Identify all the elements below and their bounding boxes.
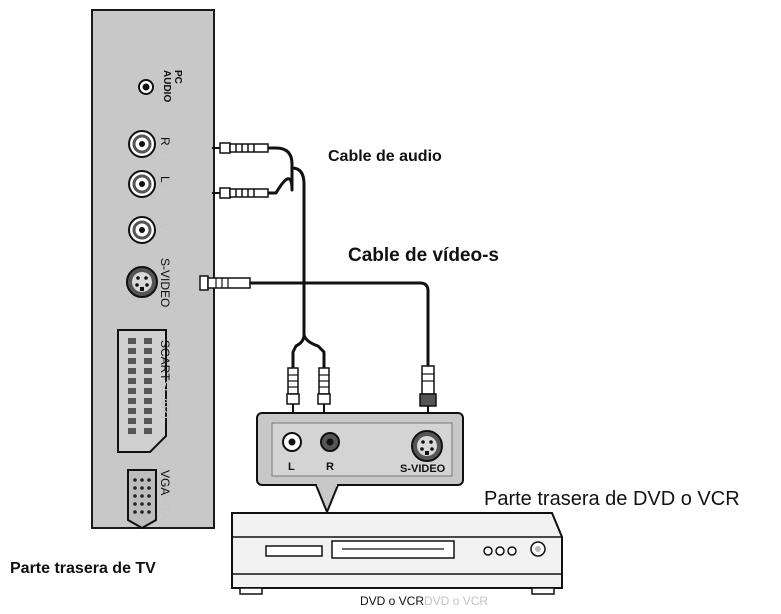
- vga-pin: [147, 478, 151, 482]
- device-jack-l: [282, 432, 302, 452]
- vga-pin: [140, 478, 144, 482]
- svideo-cable: [199, 275, 437, 413]
- rca-jack-v: [128, 216, 156, 244]
- scart-pin: [128, 338, 136, 344]
- pc-audio-label: PC AUDIO: [161, 70, 183, 102]
- scart-pin: [144, 398, 152, 404]
- vga-pin: [140, 510, 144, 514]
- svideo-jack-tv: [126, 266, 158, 298]
- scart-pin: [128, 368, 136, 374]
- scart-pin: [128, 388, 136, 394]
- device-button-2: [495, 546, 505, 556]
- device-port-l-label: L: [288, 461, 295, 473]
- scart-pin: [128, 348, 136, 354]
- audio-cable-label: Cable de audio: [328, 148, 442, 165]
- scart-pin: [144, 348, 152, 354]
- scart-pin: [128, 418, 136, 424]
- device-caption-wrap: DVD o VCRDVD o VCR: [360, 594, 488, 608]
- scart-pin: [128, 358, 136, 364]
- scart-pin: [128, 408, 136, 414]
- rca-jack-r: [128, 130, 156, 158]
- vga-pin: [140, 502, 144, 506]
- port-vga-ghost-label: VGA: [158, 494, 172, 520]
- vga-pin: [133, 510, 137, 514]
- device-port-r-label: R: [326, 461, 334, 473]
- vga-pin: [140, 494, 144, 498]
- scart-pin: [144, 358, 152, 364]
- scart-pin: [144, 418, 152, 424]
- device-caption-ghost: DVD o VCR: [424, 594, 489, 608]
- device-button-1: [483, 546, 493, 556]
- port-svideo-label: S-VIDEO: [158, 258, 172, 308]
- audio-plug-r: [212, 142, 269, 154]
- scart-pin: [144, 408, 152, 414]
- port-r-ghost-label: R: [158, 145, 172, 155]
- audio-cable: [268, 146, 326, 368]
- port-r-label-wrap: RR: [158, 137, 172, 154]
- scart-pin: [144, 388, 152, 394]
- vga-pin: [133, 494, 137, 498]
- dvd-vcr-device: [231, 512, 563, 595]
- scart-pin: [144, 338, 152, 344]
- scart-pin: [144, 378, 152, 384]
- scart-connector: [117, 329, 167, 453]
- port-scart-label: SCART: [158, 340, 172, 381]
- vga-pin: [133, 478, 137, 482]
- vga-pin: [147, 494, 151, 498]
- vga-connector: [127, 469, 157, 530]
- port-scart-label-wrap: SCARTSCART: [158, 340, 172, 421]
- port-l-ghost-label: L: [158, 182, 172, 190]
- scart-pin: [144, 428, 152, 434]
- scart-pin: [128, 428, 136, 434]
- scart-pin: [144, 368, 152, 374]
- port-l-label-wrap: LL: [158, 176, 172, 189]
- audio-label: AUDIO: [161, 70, 172, 103]
- vga-pin: [140, 486, 144, 490]
- vga-pin: [133, 486, 137, 490]
- svideo-cable-label: Cable de vídeo-s: [348, 245, 499, 266]
- port-r-label: R: [158, 137, 172, 146]
- device-rear-caption: Parte trasera de DVD o VCR: [484, 488, 740, 510]
- device-audio-plug-l: [286, 367, 300, 413]
- device-button-3: [507, 546, 517, 556]
- device-audio-plug-r: [317, 367, 331, 413]
- port-vga-label: VGA: [158, 470, 172, 495]
- device-jack-r: [320, 432, 340, 452]
- vga-pin: [133, 502, 137, 506]
- device-svideo-jack: [411, 430, 443, 462]
- port-scart-ghost-label: SCART: [158, 380, 172, 421]
- scart-pin: [128, 398, 136, 404]
- vga-pin: [147, 510, 151, 514]
- port-l-label: L: [158, 176, 172, 183]
- device-caption: DVD o VCR: [360, 594, 425, 608]
- rca-jack-l: [128, 170, 156, 198]
- vga-pin: [147, 502, 151, 506]
- port-vga-label-wrap: VGAVGA: [158, 470, 172, 520]
- scart-pin: [128, 378, 136, 384]
- tv-rear-caption: Parte trasera de TV: [10, 560, 156, 577]
- pc-label: PC: [172, 70, 183, 84]
- device-port-svideo-label: S-VIDEO: [400, 463, 446, 475]
- pc-audio-jack: [138, 79, 154, 95]
- port-v-label: V: [158, 223, 172, 232]
- audio-plug-l: [212, 187, 269, 199]
- vga-pin: [147, 486, 151, 490]
